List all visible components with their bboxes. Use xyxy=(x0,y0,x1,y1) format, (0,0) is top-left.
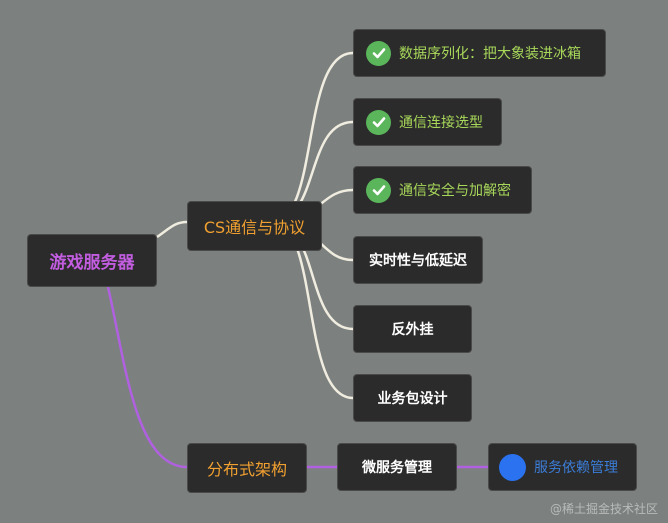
check-circle-icon xyxy=(366,177,391,203)
cs-child-node-0[interactable]: 数据序列化：把大象装进冰箱 xyxy=(353,29,606,77)
cs-child-node-4[interactable]: 反外挂 xyxy=(353,305,472,353)
root-node-label: 游戏服务器 xyxy=(49,253,135,273)
check-circle-icon xyxy=(366,109,391,135)
edge-root-dist xyxy=(106,286,188,469)
cs-child-label: 通信连接选型 xyxy=(399,115,483,131)
cs-child-node-5[interactable]: 业务包设计 xyxy=(353,374,472,422)
cs-child-label: 实时性与低延迟 xyxy=(369,253,467,269)
branch-node-dist[interactable]: 分布式架构 xyxy=(187,443,307,493)
dependency-node[interactable]: 服务依赖管理 xyxy=(488,443,637,491)
watermark: @稀土掘金技术社区 xyxy=(549,502,658,516)
cs-child-node-3[interactable]: 实时性与低延迟 xyxy=(353,236,483,284)
microservice-node[interactable]: 微服务管理 xyxy=(337,443,457,491)
check-circle-icon xyxy=(366,40,391,66)
cs-child-node-2[interactable]: 通信安全与加解密 xyxy=(353,166,532,214)
edge-root-cs xyxy=(156,220,188,239)
root-node[interactable]: 游戏服务器 xyxy=(27,234,157,287)
branch-node-dist-label: 分布式架构 xyxy=(206,460,287,479)
edge-cs-child-0 xyxy=(271,51,354,224)
cs-child-label: 反外挂 xyxy=(391,322,434,338)
cs-child-label: 业务包设计 xyxy=(377,391,448,407)
cs-child-node-1[interactable]: 通信连接选型 xyxy=(353,98,502,146)
dependency-node-label: 服务依赖管理 xyxy=(534,460,618,476)
cs-child-label: 通信安全与加解密 xyxy=(399,183,511,199)
blue-circle-icon xyxy=(499,453,526,481)
cs-child-label: 数据序列化：把大象装进冰箱 xyxy=(399,46,581,62)
branch-node-cs-label: CS通信与协议 xyxy=(203,218,306,237)
branch-node-cs[interactable]: CS通信与协议 xyxy=(187,201,322,251)
microservice-node-label: 微服务管理 xyxy=(362,460,432,476)
